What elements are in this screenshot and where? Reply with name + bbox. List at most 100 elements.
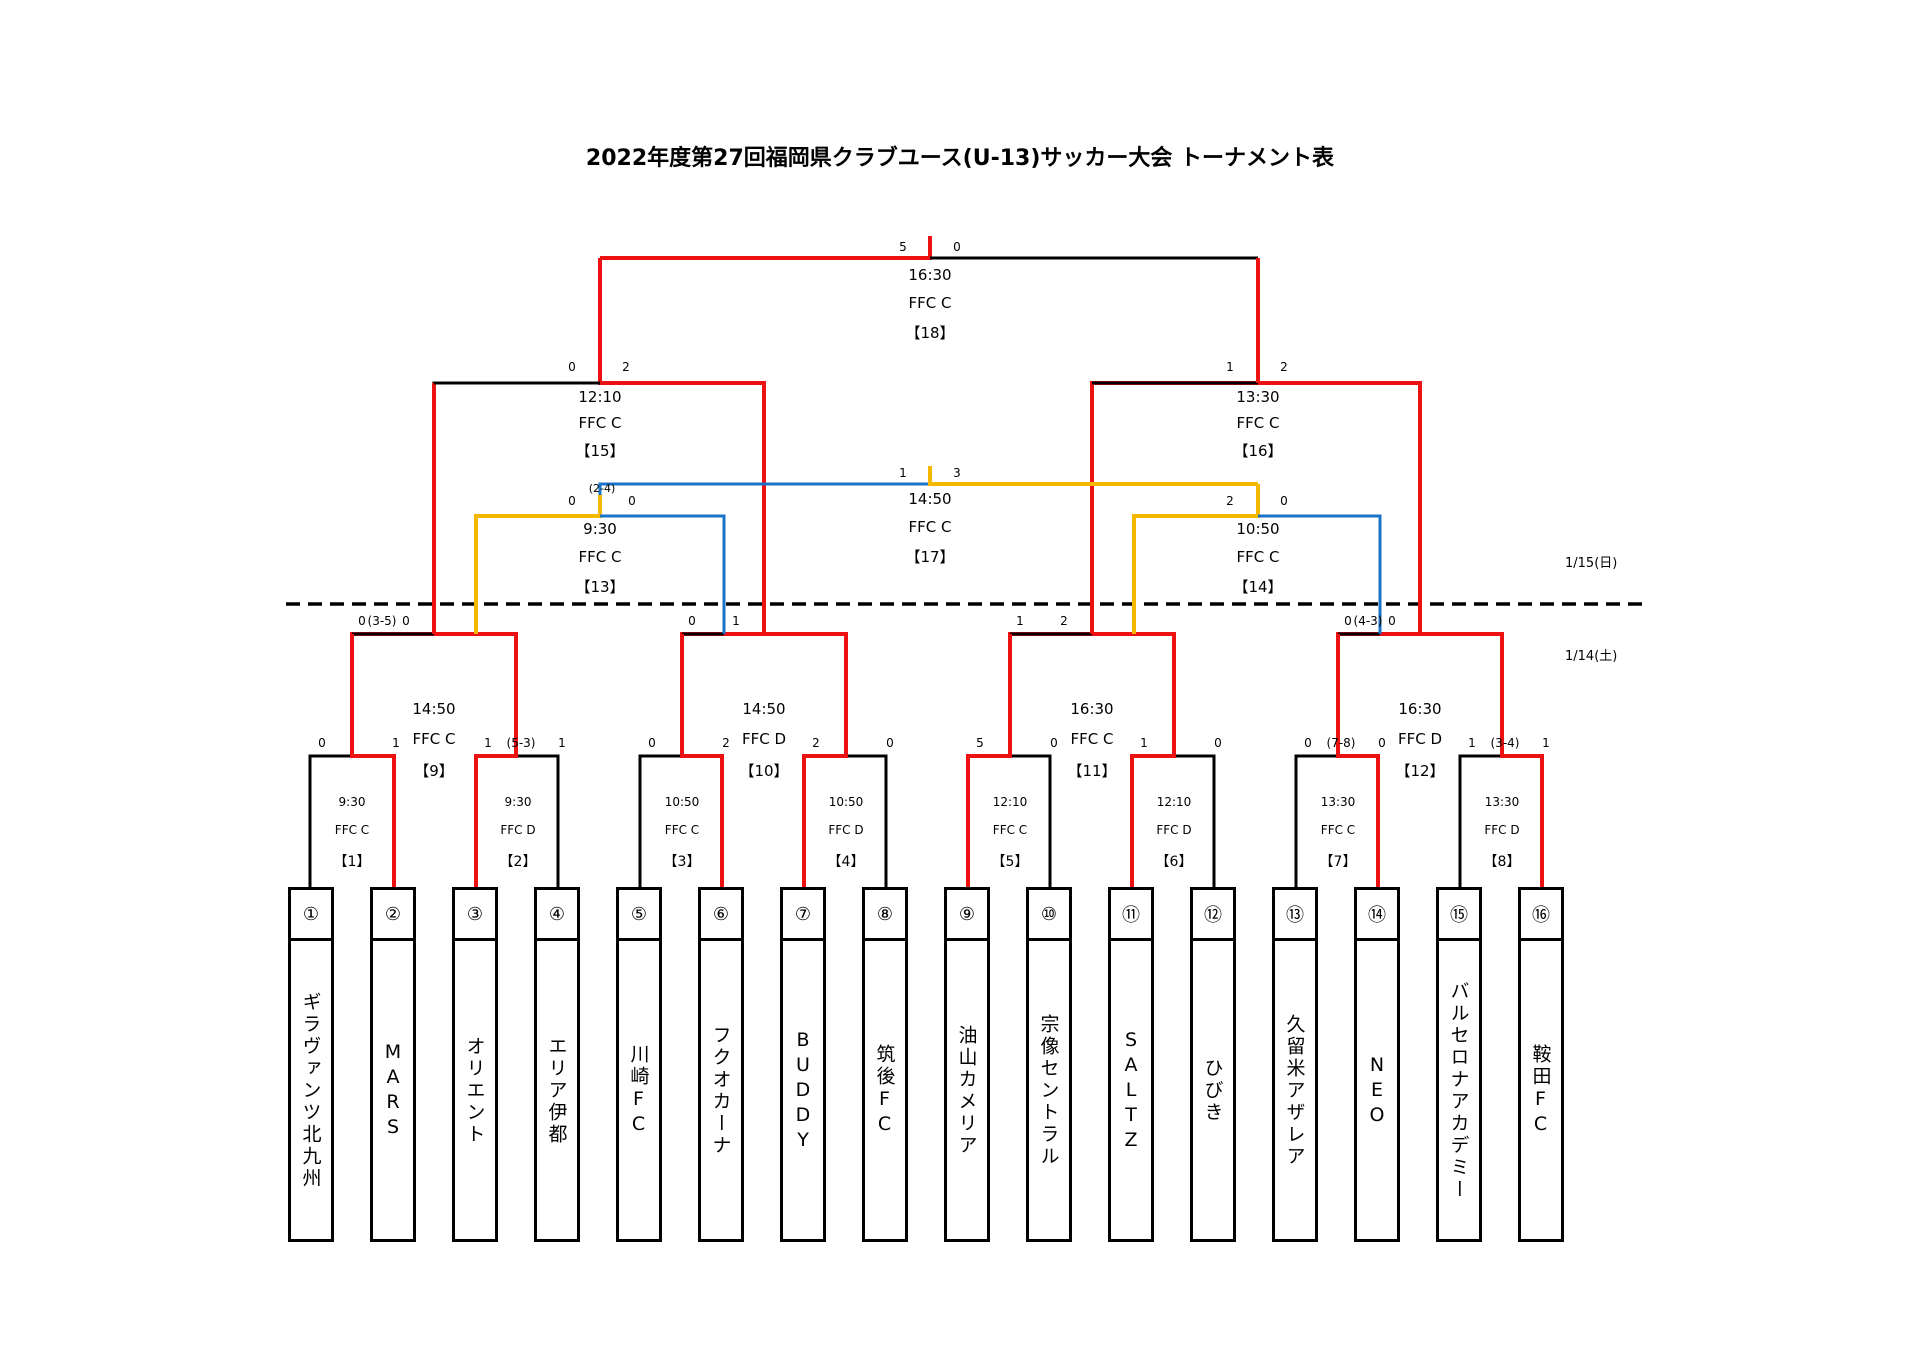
team-name: オリエント bbox=[463, 1036, 486, 1146]
third-score-right: 3 bbox=[953, 466, 961, 480]
match-number: 【14】 bbox=[1233, 578, 1283, 596]
match-number: 【5】 bbox=[991, 854, 1029, 870]
date-label-day2: 1/15(日) bbox=[1565, 556, 1618, 571]
score-left: 0 bbox=[648, 736, 656, 750]
semi1-score-left: 0 bbox=[568, 360, 576, 374]
match-number: 【8】 bbox=[1483, 854, 1521, 870]
match-field: FFC C bbox=[1236, 414, 1280, 432]
match-field: FFC C bbox=[664, 823, 700, 837]
match-field: FFC C bbox=[1320, 823, 1356, 837]
match-field: FFC C bbox=[334, 823, 370, 837]
match-time: 13:30 bbox=[1236, 388, 1280, 406]
match-field: FFC D bbox=[1397, 730, 1443, 748]
match-field: FFC D bbox=[1156, 823, 1192, 837]
m13-score-right: 0 bbox=[628, 494, 636, 508]
score-right: 1 bbox=[1542, 736, 1550, 750]
score-right: 1 bbox=[732, 614, 740, 628]
match-number: 【12】 bbox=[1395, 762, 1445, 780]
team-name: 宗像セントラル bbox=[1037, 1014, 1060, 1168]
match-number: 【9】 bbox=[414, 762, 454, 780]
team-box: ④ エリア伊都 bbox=[534, 887, 580, 1242]
match-number: 【18】 bbox=[905, 324, 955, 342]
match-number: 【16】 bbox=[1233, 442, 1283, 460]
match-field: FFC C bbox=[578, 414, 622, 432]
match-field: FFC C bbox=[992, 823, 1028, 837]
match-field: FFC C bbox=[908, 294, 952, 312]
team-box: ⑩ 宗像セントラル bbox=[1026, 887, 1072, 1242]
match-time: 16:30 bbox=[908, 266, 952, 284]
match-field: FFC C bbox=[908, 518, 952, 536]
score-right: 0 bbox=[886, 736, 894, 750]
match-time: 13:30 bbox=[1484, 795, 1520, 809]
team-name: ギラヴァンツ北九州 bbox=[299, 992, 322, 1190]
match-time: 16:30 bbox=[1070, 700, 1114, 718]
team-name: 油山カメリア bbox=[955, 1025, 978, 1157]
match-time: 13:30 bbox=[1320, 795, 1356, 809]
team-seed-number: ④ bbox=[537, 890, 577, 941]
match-number: 【6】 bbox=[1155, 854, 1193, 870]
match-time: 9:30 bbox=[583, 520, 617, 538]
match-field: FFC D bbox=[500, 823, 536, 837]
score-left: 0 bbox=[1344, 614, 1352, 628]
match-13-info: 9:30 FFC C 【13】 bbox=[550, 520, 650, 597]
match-field: FFC D bbox=[741, 730, 787, 748]
match-time: 14:50 bbox=[908, 490, 952, 508]
match-time: 9:30 bbox=[338, 795, 366, 809]
score-pk: (3-4) bbox=[1490, 736, 1520, 750]
match-number: 【17】 bbox=[905, 548, 955, 566]
score-left: 0 bbox=[358, 614, 366, 628]
team-seed-number: ⑮ bbox=[1439, 890, 1479, 941]
team-name: エリア伊都 bbox=[545, 1036, 568, 1146]
team-seed-number: ⑬ bbox=[1275, 890, 1315, 941]
team-seed-number: ⑨ bbox=[947, 890, 987, 941]
team-name: ひびき bbox=[1201, 1058, 1224, 1124]
m13-score-pk: (2-4) bbox=[588, 482, 616, 495]
match-15-info: 12:10 FFC C 【15】 bbox=[550, 388, 650, 461]
score-right: 0 bbox=[1388, 614, 1396, 628]
match-time: 9:30 bbox=[504, 795, 532, 809]
match-number: 【3】 bbox=[663, 854, 701, 870]
match-number: 【2】 bbox=[499, 854, 537, 870]
match-14-info: 10:50 FFC C 【14】 bbox=[1208, 520, 1308, 597]
team-name: SALTZ bbox=[1120, 1028, 1142, 1154]
team-seed-number: ⑩ bbox=[1029, 890, 1069, 941]
score-right: 0 bbox=[1378, 736, 1386, 750]
page-title: 2022年度第27回福岡県クラブユース(U-13)サッカー大会 トーナメント表 bbox=[585, 146, 1335, 171]
score-left: 0 bbox=[688, 614, 696, 628]
team-box: ⑯ 鞍田FC bbox=[1518, 887, 1564, 1242]
match-number: 【7】 bbox=[1319, 854, 1357, 870]
team-seed-number: ⑦ bbox=[783, 890, 823, 941]
semi2-score-left: 1 bbox=[1226, 360, 1234, 374]
match-field: FFC C bbox=[1236, 548, 1280, 566]
team-name: BUDDY bbox=[792, 1028, 814, 1154]
match-field: FFC D bbox=[1484, 823, 1520, 837]
team-seed-number: ⑧ bbox=[865, 890, 905, 941]
team-name: フクオカーナ bbox=[709, 1025, 732, 1157]
team-seed-number: ⑯ bbox=[1521, 890, 1561, 941]
team-name: 鞍田FC bbox=[1529, 1044, 1552, 1138]
m13-score-left: 0 bbox=[568, 494, 576, 508]
match-number: 【11】 bbox=[1067, 762, 1117, 780]
match-time: 12:10 bbox=[578, 388, 622, 406]
m14-score-right: 0 bbox=[1280, 494, 1288, 508]
date-label-day1: 1/14(土) bbox=[1565, 649, 1618, 664]
match-16-info: 13:30 FFC C 【16】 bbox=[1208, 388, 1308, 461]
team-name: NEO bbox=[1366, 1053, 1388, 1129]
match-number: 【15】 bbox=[575, 442, 625, 460]
semi1-score-right: 2 bbox=[622, 360, 630, 374]
